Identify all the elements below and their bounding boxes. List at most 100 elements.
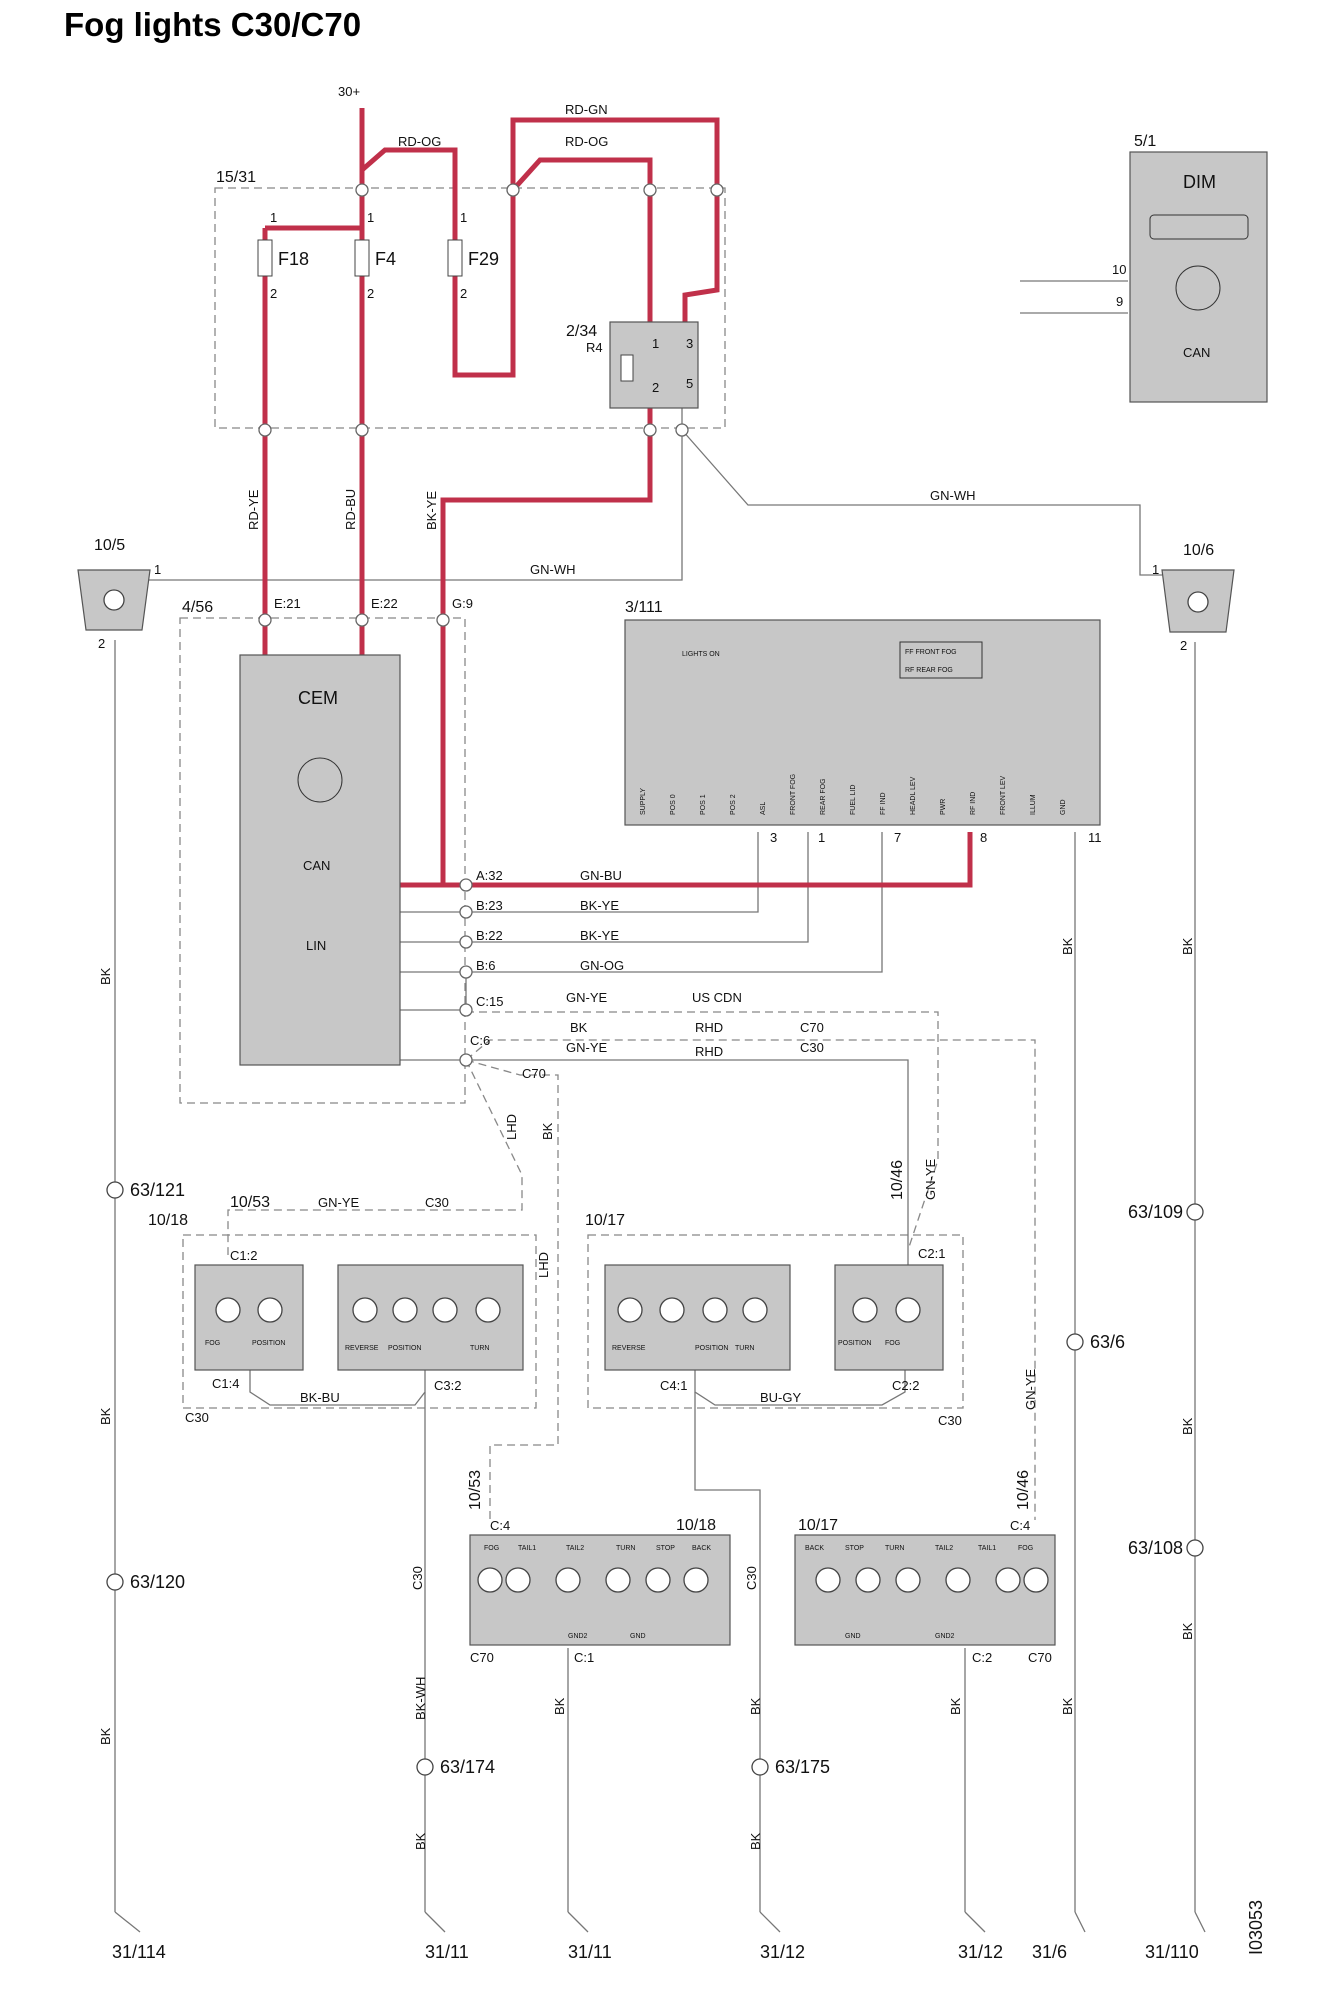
gnd-label: GND2 xyxy=(568,1633,588,1640)
switch-legend: FF FRONT FOG xyxy=(905,649,957,656)
lamp-label: FOG xyxy=(885,1340,900,1347)
switch-column-label: POS 0 xyxy=(670,794,677,815)
lamp-id: 10/18 xyxy=(148,1212,188,1229)
wire-label: GN-WH xyxy=(530,562,576,577)
lamp-id: 10/17 xyxy=(798,1517,838,1534)
cem-name: CEM xyxy=(298,688,338,708)
lamp-id: 10/17 xyxy=(585,1212,625,1229)
dim-name: DIM xyxy=(1183,172,1216,192)
relay: 2/34 R4 1 2 3 5 xyxy=(566,321,699,409)
fusebox-outline xyxy=(214,187,726,429)
relay-name: R4 xyxy=(586,340,603,355)
wire-label: C30 xyxy=(744,1566,759,1590)
wire-label: US CDN xyxy=(692,990,742,1005)
ground-label: 31/114 xyxy=(112,1942,166,1962)
lamp-label: TURN xyxy=(470,1345,489,1352)
wire-label: GN-YE xyxy=(566,990,608,1005)
wire-label: BU-GY xyxy=(760,1390,802,1405)
pin-label: C2:2 xyxy=(892,1378,919,1393)
lamp-label: POSITION xyxy=(838,1340,871,1347)
wire-label: LHD xyxy=(504,1114,519,1140)
wire-label: BK xyxy=(1180,1417,1195,1435)
switch-column-label: FRONT LEV xyxy=(1000,776,1007,815)
relay-pin: 3 xyxy=(686,336,693,351)
cem-lin: LIN xyxy=(306,938,326,953)
switch-pin: 3 xyxy=(770,830,777,845)
splice-label: 63/6 xyxy=(1090,1332,1125,1352)
relay-pin: 2 xyxy=(652,380,659,395)
wire-label: 10/53 xyxy=(467,1470,484,1510)
switch-column-label: REAR FOG xyxy=(820,778,827,815)
fuse-f18 xyxy=(257,239,273,277)
pin-label: 1 xyxy=(154,562,161,577)
switch-column-label: POS 1 xyxy=(700,794,707,815)
pin-label: C:1 xyxy=(574,1650,594,1665)
lamp-label: POSITION xyxy=(388,1345,421,1352)
lamp-label: FOG xyxy=(205,1340,220,1347)
wire-label: LHD xyxy=(536,1252,551,1278)
variant-label: C30 xyxy=(185,1410,209,1425)
cem-pin: B:22 xyxy=(476,928,503,943)
cem-module: 4/56 CEM CAN LIN E:21 E:22 G:9 A:32 B:23… xyxy=(182,596,503,1066)
page-title: Fog lights C30/C70 xyxy=(64,6,362,43)
switch-column-label: ASL xyxy=(760,802,767,815)
wire-label: GN-YE xyxy=(923,1159,938,1201)
switch-column-label: PWR xyxy=(940,799,947,815)
rear-c30-right-outline xyxy=(587,1234,964,1409)
pin-label: C:2 xyxy=(972,1650,992,1665)
switch-legend: RF REAR FOG xyxy=(905,667,953,674)
switch-pin: 8 xyxy=(980,830,987,845)
wire-label: BK-YE xyxy=(424,491,439,530)
variant-label: C70 xyxy=(1028,1650,1052,1665)
wire-label: C30 xyxy=(410,1566,425,1590)
pin-label: 1 xyxy=(1152,562,1159,577)
wire-label: BK-BU xyxy=(300,1390,340,1405)
pin-label: 1 xyxy=(367,210,374,225)
pin-label: 2 xyxy=(460,286,467,301)
lamp-label: TURN xyxy=(616,1545,635,1552)
pin-label: 1 xyxy=(460,210,467,225)
splice-label: 63/174 xyxy=(440,1757,495,1777)
rear-c70-left: C:4 C:1 10/18 FOG TAIL1 TAIL2 TURN STOP … xyxy=(469,1517,731,1665)
rear-c70-right: 10/17 C:4 C:2 BACK STOP TURN TAIL2 TAIL1… xyxy=(794,1517,1056,1665)
switch-column-label: FRONT FOG xyxy=(790,774,797,815)
lamp-label: STOP xyxy=(656,1545,675,1552)
fuse-label: F4 xyxy=(375,249,396,269)
wire-label: C30 xyxy=(800,1040,824,1055)
wire-label: C70 xyxy=(800,1020,824,1035)
cem-pin: E:21 xyxy=(274,596,301,611)
switch-column-label: RF IND xyxy=(970,792,977,815)
lamp-label: FOG xyxy=(484,1545,499,1552)
wire-label: BK xyxy=(948,1697,963,1715)
cem-pin: G:9 xyxy=(452,596,473,611)
lamp-label: TAIL1 xyxy=(518,1545,536,1552)
lamp-label: REVERSE xyxy=(612,1345,646,1352)
lamp-label: BACK xyxy=(692,1545,711,1552)
switch-column-label: FUEL LID xyxy=(850,785,857,815)
wire-label: BK xyxy=(1180,937,1195,955)
signal-wires xyxy=(114,280,1206,1933)
cem-pin: E:22 xyxy=(371,596,398,611)
wire-label: RD-OG xyxy=(565,134,608,149)
ground-label: 31/12 xyxy=(760,1942,805,1962)
wire-label: RD-YE xyxy=(246,489,261,530)
switch-id: 3/111 xyxy=(625,599,663,616)
ground-label: 31/11 xyxy=(425,1942,469,1962)
lamp-id: 10/5 xyxy=(94,537,125,554)
wire-label: RD-BU xyxy=(343,489,358,530)
wire-label: C30 xyxy=(425,1195,449,1210)
splices: 63/121 63/120 63/174 63/175 63/109 63/10… xyxy=(106,1180,1204,1777)
wire-label: BK-YE xyxy=(580,898,619,913)
wire-label: BK xyxy=(552,1697,567,1715)
wire-label: BK-YE xyxy=(580,928,619,943)
gnd-label: GND xyxy=(630,1633,646,1640)
variant-label: C30 xyxy=(938,1413,962,1428)
fusebox-id: 15/31 xyxy=(216,169,256,186)
wire-label: BK xyxy=(1060,937,1075,955)
gnd-label: GND xyxy=(845,1633,861,1640)
fuse-label: F29 xyxy=(468,249,499,269)
front-lamp-right: 10/6 1 2 xyxy=(1152,542,1235,653)
wire-label: 10/46 xyxy=(889,1160,906,1200)
lamp-sub-id: 10/53 xyxy=(230,1194,270,1211)
switch-lights-on: LIGHTS ON xyxy=(682,651,720,658)
